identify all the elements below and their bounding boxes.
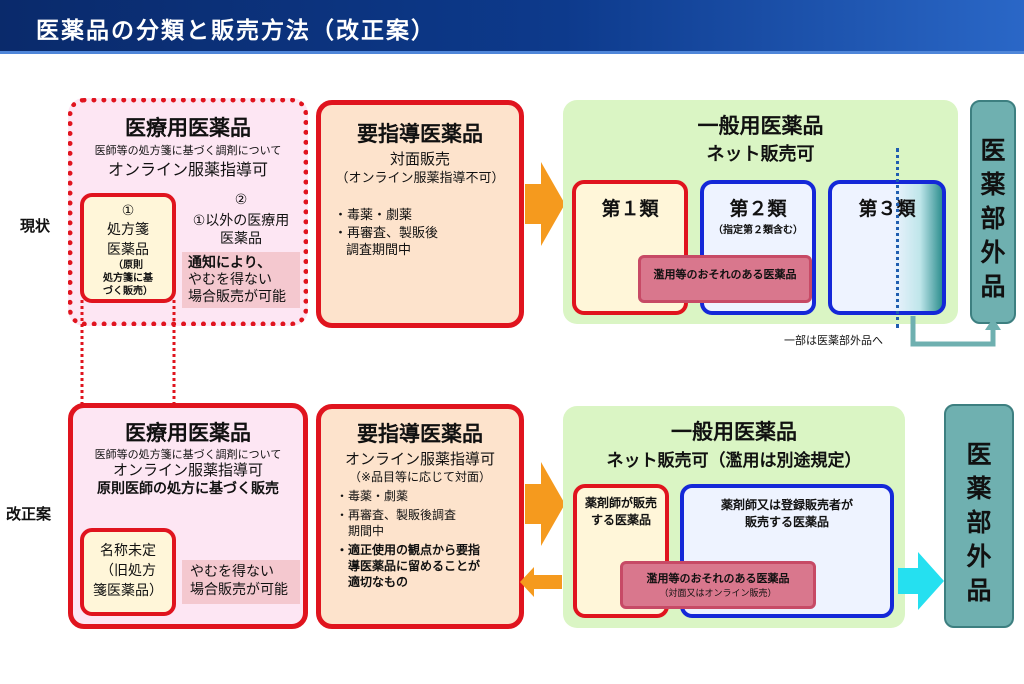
current-guidance-l2: （オンライン服薬指導不可） — [335, 171, 505, 186]
proposed-guidance-b3b: 導医薬品に留めることが — [348, 559, 481, 573]
box2-n1: 通知により、 — [188, 255, 272, 271]
pbox1-l3: 箋医薬品） — [93, 583, 163, 599]
box1-num: ① — [121, 203, 135, 219]
pbox1-l2: （旧処方 — [100, 563, 156, 579]
current-guidance-b2: ・再審査、製販後 — [334, 226, 439, 241]
current-orange-arrow — [525, 162, 565, 246]
proposed-abuse-box: 濫用等のおそれのある医薬品 （対面又はオンライン販売） — [620, 561, 816, 609]
proposed-orange-arrow-left — [520, 567, 562, 597]
class1-label: 第１類 — [601, 198, 659, 220]
proposed-rx-online: オンライン服薬指導可 — [112, 461, 263, 479]
proposed-quasi-box: 医 薬 部 外 品 — [944, 404, 1014, 628]
pquasi-char-3: 外 — [966, 542, 992, 571]
current-rx-online: オンライン服薬指導可 — [107, 160, 268, 179]
current-otc-sub: ネット販売可 — [706, 144, 815, 165]
quasi-char-1: 薬 — [980, 170, 1006, 199]
quasi-note: 一部は医薬部外品へ — [784, 334, 883, 347]
current-rx-title: 医療用医薬品 — [125, 116, 251, 140]
pharmacist-l2: する医薬品 — [590, 513, 651, 527]
box2-l1: ①以外の医療用 — [192, 213, 290, 229]
page-title: 医薬品の分類と販売方法（改正案） — [36, 18, 436, 44]
class2-sub: （指定第２類含む） — [713, 225, 803, 236]
proposed-guidance-title: 要指導医薬品 — [357, 422, 483, 446]
current-otc-title: 一般用医薬品 — [697, 114, 824, 138]
box2-note: 通知により、 やむを得ない 場合販売が可能 — [182, 252, 300, 308]
class3-label: 第３類 — [858, 198, 916, 220]
row-label-proposed: 改正案 — [6, 505, 52, 523]
current-quasi-box: 医 薬 部 外 品 — [970, 100, 1016, 324]
proposed-guidance-l1: オンライン服薬指導可 — [344, 450, 495, 468]
proposed-otc-title: 一般用医薬品 — [671, 420, 797, 444]
proposed-guidance-l2: （※品目等に応じて対面） — [348, 470, 492, 484]
proposed-orange-arrow-right — [525, 462, 565, 546]
class3-box: 第３類 — [828, 180, 946, 315]
prx-n2: 場合販売が可能 — [190, 582, 288, 598]
pbox1-l1: 名称未定 — [100, 543, 156, 559]
pharmacist-l1: 薬剤師が販売 — [584, 496, 657, 510]
proposed-guidance-b3: ・適正使用の観点から要指 — [336, 543, 481, 557]
box2-n2: やむを得ない — [188, 272, 272, 288]
class2-label: 第２類 — [729, 198, 787, 220]
box1-l1: 処方箋 — [107, 222, 149, 238]
proposed-rx-title: 医療用医薬品 — [125, 421, 251, 445]
quasi-char-3: 外 — [980, 238, 1006, 267]
current-guidance-panel — [316, 100, 524, 328]
current-guidance-title: 要指導医薬品 — [357, 122, 483, 146]
proposed-abuse-title: 濫用等のおそれのある医薬品 — [646, 572, 790, 585]
registered-l2: 販売する医薬品 — [744, 515, 829, 529]
current-guidance-b1: ・毒薬・劇薬 — [334, 208, 413, 223]
pquasi-char-4: 品 — [966, 576, 992, 605]
proposed-rx-note: 医師等の処方箋に基づく調剤について — [94, 448, 282, 461]
current-guidance-b3: 調査期間中 — [346, 243, 412, 258]
title-bar: 医薬品の分類と販売方法（改正案） — [0, 0, 1024, 54]
pquasi-char-2: 部 — [966, 508, 992, 537]
proposed-rx-rule: 原則医師の処方に基づく販売 — [97, 481, 279, 497]
pquasi-char-0: 医 — [966, 440, 992, 469]
current-guidance-l1: 対面販売 — [389, 150, 450, 168]
proposed-rx-note-box: やむを得ない 場合販売が可能 — [182, 560, 300, 604]
proposed-guidance-panel — [316, 404, 524, 629]
proposed-otc-sub: ネット販売可（濫用は別途規定） — [606, 451, 862, 471]
current-abuse-box: 濫用等のおそれのある医薬品 — [638, 255, 812, 303]
proposed-abuse-sub: （対面又はオンライン販売） — [659, 589, 777, 599]
registered-l1: 薬剤師又は登録販売者が — [720, 498, 853, 512]
proposed-rx-box1: 名称未定 （旧処方 箋医薬品） — [80, 528, 176, 616]
class3-divider — [896, 148, 899, 328]
row-label-current: 現状 — [20, 217, 51, 235]
proposed-guidance-b2: ・再審査、製販後調査 — [336, 508, 457, 522]
box1-s2: 処方箋に基 — [103, 273, 153, 284]
box1-s1: （原則 — [113, 260, 143, 271]
box2-l2: 医薬品 — [220, 231, 262, 247]
box2-n3: 場合販売が可能 — [188, 289, 286, 305]
quasi-char-2: 部 — [980, 204, 1006, 233]
box2-num: ② — [234, 192, 248, 208]
quasi-char-0: 医 — [980, 136, 1006, 165]
proposed-guidance-b1: ・毒薬・劇薬 — [336, 489, 409, 503]
pquasi-char-1: 薬 — [966, 474, 992, 503]
proposed-guidance-b3c: 適切なもの — [348, 575, 409, 589]
prx-n1: やむを得ない — [190, 564, 274, 580]
quasi-char-4: 品 — [980, 272, 1006, 301]
proposed-cyan-arrow — [898, 552, 944, 610]
current-rx-note: 医師等の処方箋に基づく調剤について — [94, 144, 282, 157]
box1-l2: 医薬品 — [107, 242, 149, 258]
proposed-guidance-b2b: 期間中 — [348, 524, 385, 538]
box1-s3: づく販売） — [103, 286, 153, 297]
current-rx-box1: ① 処方箋 医薬品 （原則 処方箋に基 づく販売） — [80, 193, 176, 303]
quasi-arrow — [910, 316, 1001, 347]
